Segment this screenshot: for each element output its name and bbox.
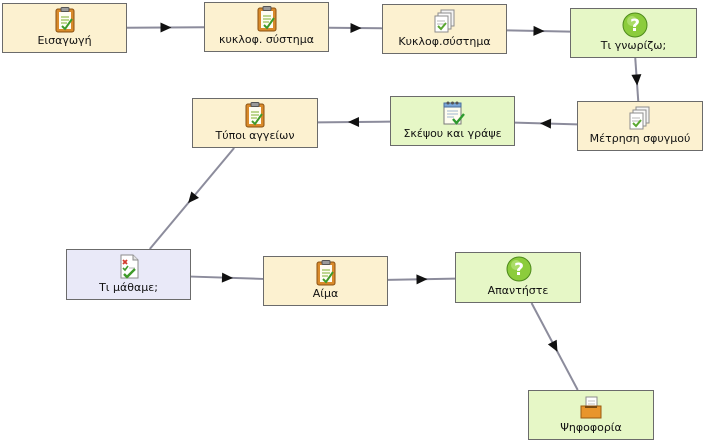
node-aima[interactable]: Αίμα xyxy=(263,256,388,306)
node-ti-mathame[interactable]: Τι μάθαμε; xyxy=(66,249,191,300)
node-label: Μέτρηση σφυγμού xyxy=(589,132,691,145)
question-icon: ? xyxy=(506,256,532,282)
arrowhead xyxy=(160,22,172,33)
node-label: Τύποι αγγείων xyxy=(215,129,295,142)
clipboard-icon xyxy=(314,260,338,286)
question-icon: ? xyxy=(622,12,647,38)
arrowhead xyxy=(533,25,545,36)
arrowhead xyxy=(188,191,200,204)
node-label: Σκέψου και γράψε xyxy=(403,127,502,140)
clipboard-icon xyxy=(255,6,279,32)
pages-icon xyxy=(628,105,652,131)
node-label: Αίμα xyxy=(312,287,339,300)
arrowhead xyxy=(416,274,428,285)
arrowhead xyxy=(540,118,552,129)
node-typoi-aggeion[interactable]: Τύποι αγγείων xyxy=(192,98,318,148)
node-skepsou-kai-grapse[interactable]: Σκέψου και γράψε xyxy=(390,96,515,146)
node-kyklof-systima-2[interactable]: Κυκλοφ.σύστημα xyxy=(382,4,507,54)
node-label: Κυκλοφ.σύστημα xyxy=(398,35,491,48)
arrowhead xyxy=(631,74,642,86)
node-ti-gnorizo[interactable]: ? Τι γνωρίζω; xyxy=(570,8,697,58)
node-metrisi-sfygmou[interactable]: Μέτρηση σφυγμού xyxy=(577,101,703,151)
arrowhead xyxy=(348,116,360,127)
clipboard-icon xyxy=(53,7,77,33)
svg-text:?: ? xyxy=(630,16,640,36)
node-apantiste[interactable]: ? Απαντήστε xyxy=(455,252,581,303)
arrowhead xyxy=(350,22,362,33)
node-label: κυκλοφ. σύστημα xyxy=(219,33,314,46)
svg-text:?: ? xyxy=(514,260,524,280)
node-label: Ψηφοφορία xyxy=(560,421,622,434)
arrowhead xyxy=(221,272,233,283)
node-kyklof-systima-1[interactable]: κυκλοφ. σύστημα xyxy=(204,2,329,52)
node-psifoforia[interactable]: Ψηφοφορία xyxy=(528,390,654,440)
ballot-box-icon xyxy=(579,394,603,420)
arrowhead xyxy=(547,339,558,352)
notepad-check-icon xyxy=(441,100,465,126)
node-eisagogi[interactable]: Εισαγωγή xyxy=(2,3,127,53)
node-label: Τι μάθαμε; xyxy=(99,281,158,294)
node-label: Εισαγωγή xyxy=(37,34,92,47)
clipboard-icon xyxy=(243,102,267,128)
node-label: Τι γνωρίζω; xyxy=(600,39,667,52)
pages-icon xyxy=(433,8,457,34)
node-label: Απαντήστε xyxy=(487,284,549,297)
checklist-icon xyxy=(117,253,141,279)
